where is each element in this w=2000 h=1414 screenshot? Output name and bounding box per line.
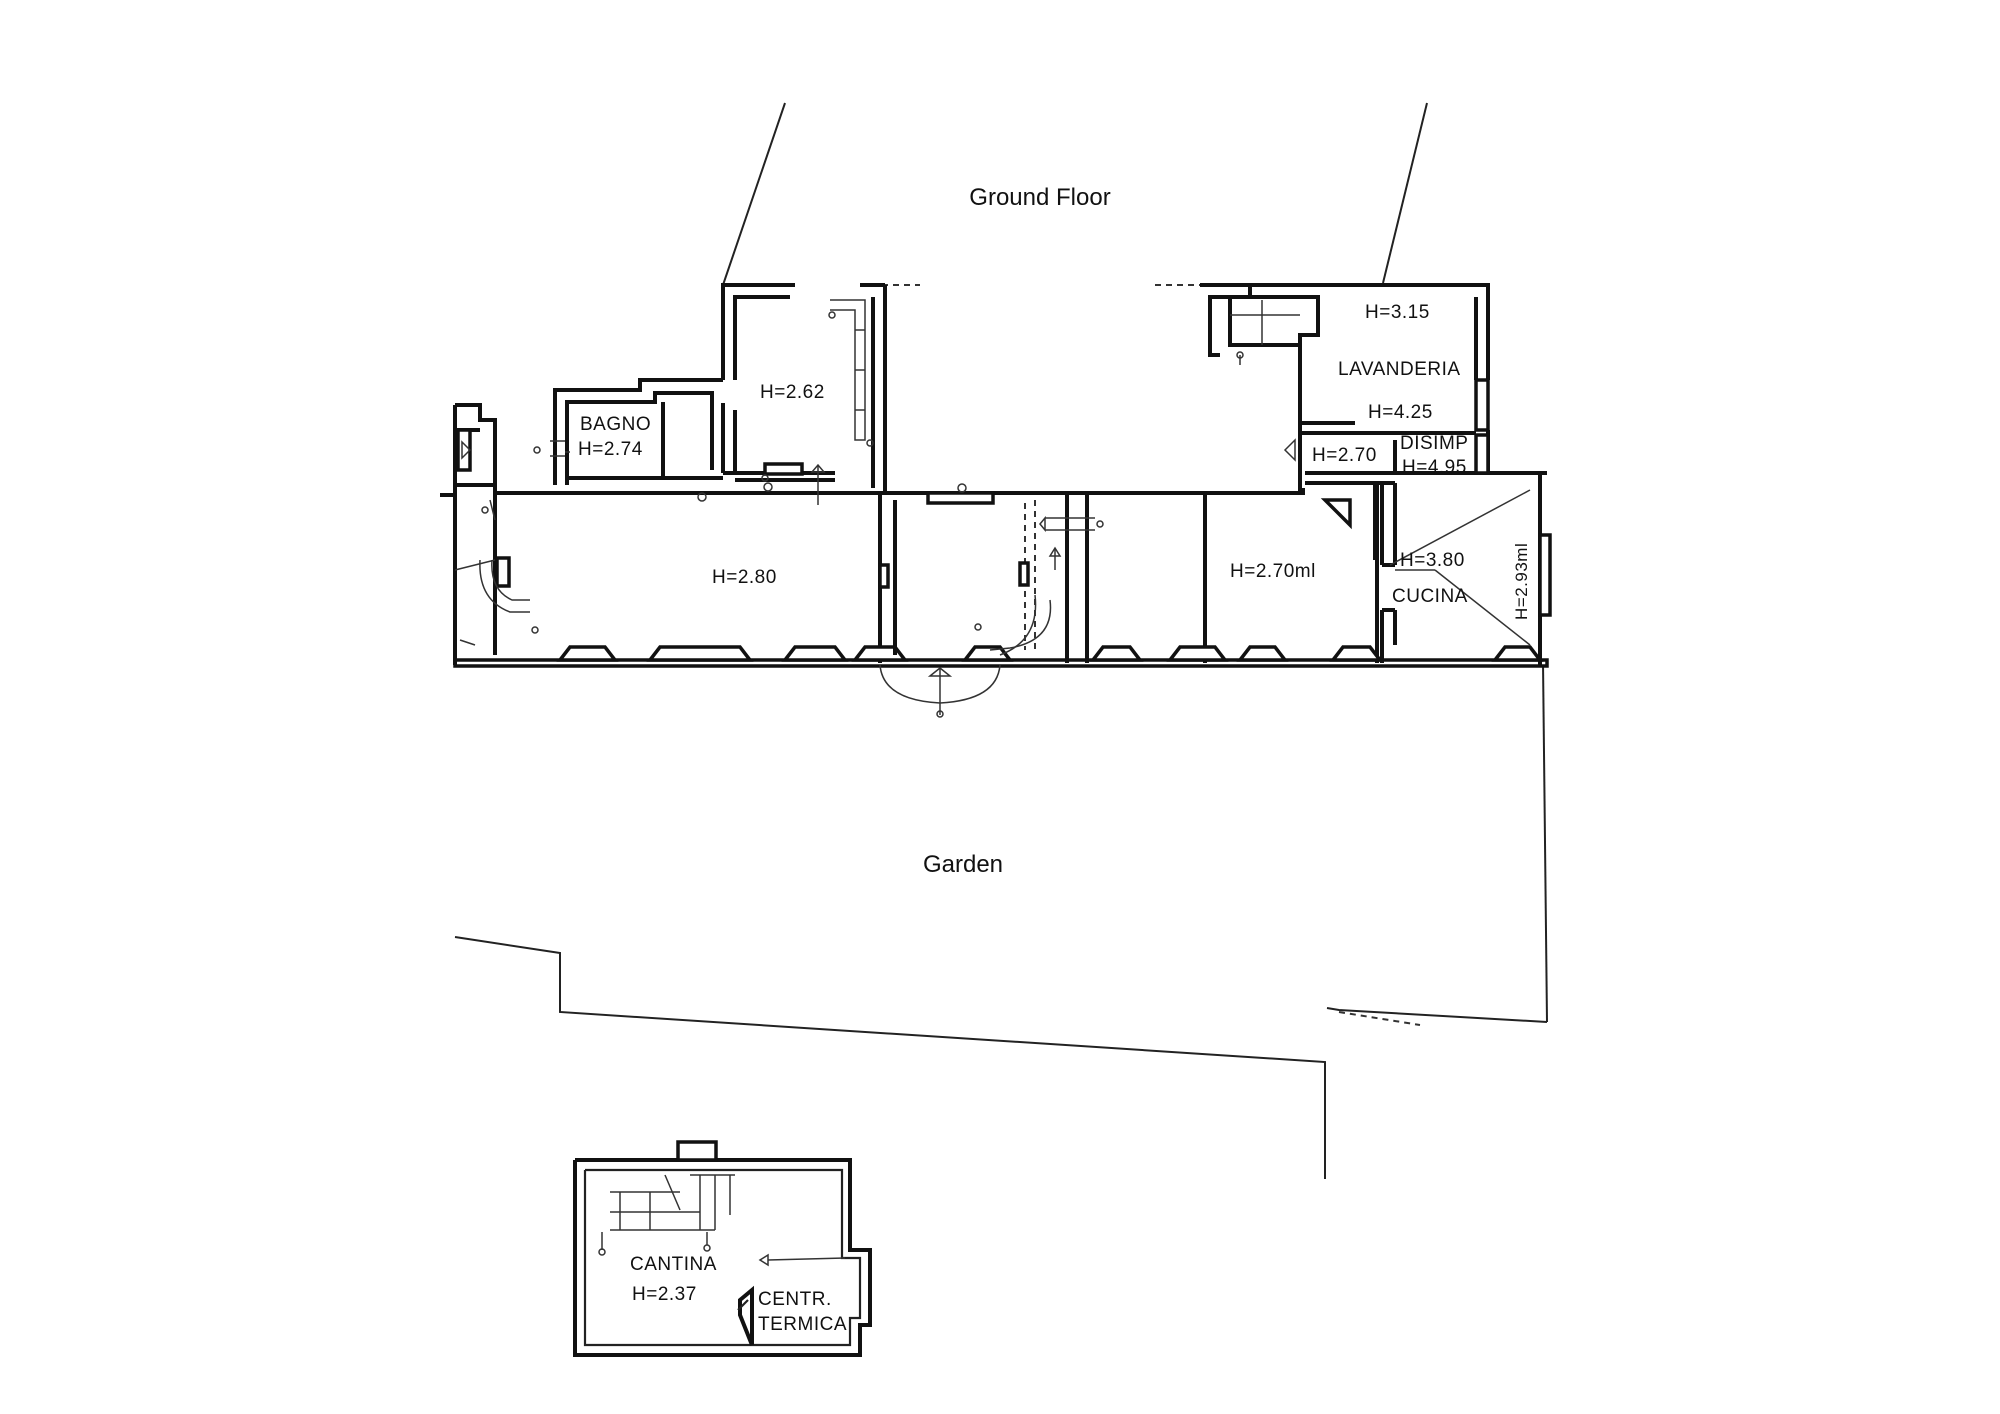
room-262-height: H=2.62 xyxy=(760,382,825,403)
ground-floor-title: Ground Floor xyxy=(969,184,1110,211)
main-building-walls xyxy=(440,405,1549,718)
disimp-name: DISIMP xyxy=(1400,433,1468,454)
corridor-height: H=2.70 xyxy=(1312,445,1377,466)
cucina-side-height: H=2.93ml xyxy=(1512,543,1531,620)
plan-labels: Ground Floor Garden BAGNO H=2.74 H=2.62 … xyxy=(578,184,1531,1335)
cantina-height: H=2.37 xyxy=(632,1284,697,1305)
disimp-height: H=4.95 xyxy=(1402,457,1467,478)
bagno-name: BAGNO xyxy=(580,414,651,435)
lavanderia-name: LAVANDERIA xyxy=(1338,359,1461,380)
room-280-height: H=2.80 xyxy=(712,567,777,588)
lavanderia-height-2: H=4.25 xyxy=(1368,402,1433,423)
right-wing-walls xyxy=(1155,283,1552,663)
room-270ml-height: H=2.70ml xyxy=(1230,561,1316,582)
cantina-walls xyxy=(573,1140,872,1357)
cantina-name: CANTINA xyxy=(630,1254,717,1275)
cucina-height: H=3.80 xyxy=(1400,550,1465,571)
site-boundary xyxy=(454,102,1548,1179)
cucina-name: CUCINA xyxy=(1392,586,1468,607)
lavanderia-height: H=3.15 xyxy=(1365,302,1430,323)
bagno-height: H=2.74 xyxy=(578,439,643,460)
centrale-termica-line1: CENTR. xyxy=(758,1289,832,1310)
room-262-walls xyxy=(721,283,920,505)
bagno-walls xyxy=(533,378,773,502)
middle-room-walls xyxy=(878,483,1104,656)
centrale-termica-line2: TERMICA xyxy=(758,1314,847,1335)
left-stair-walls xyxy=(454,403,539,646)
garden-label: Garden xyxy=(923,851,1003,878)
